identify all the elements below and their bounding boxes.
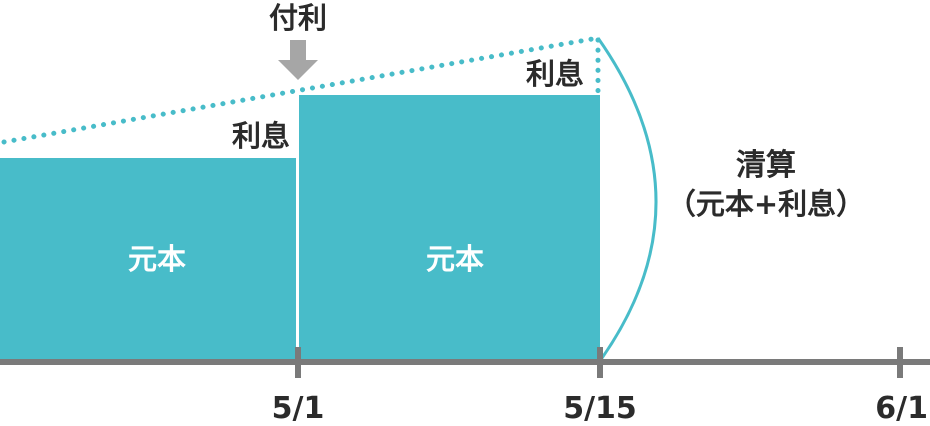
settlement-curve bbox=[596, 37, 658, 359]
interest-payment-label: 付利 bbox=[269, 1, 327, 35]
principal-block-left bbox=[0, 158, 296, 362]
tick-label-6-1: 6/1 bbox=[875, 391, 928, 426]
interest-growth-line bbox=[1, 35, 601, 145]
interest-label-left: 利息 bbox=[232, 119, 290, 153]
tick-label-5-15: 5/15 bbox=[563, 391, 637, 426]
principal-label-left: 元本 bbox=[128, 242, 186, 276]
principal-label-right: 元本 bbox=[426, 242, 484, 276]
settlement-label: 清算 bbox=[736, 148, 796, 183]
interest-label-right: 利息 bbox=[526, 57, 584, 91]
tick-label-5-1: 5/1 bbox=[272, 391, 325, 426]
settlement-sublabel: （元本+利息） bbox=[667, 187, 865, 221]
down-arrow-icon bbox=[278, 40, 318, 80]
principal-block-right bbox=[299, 95, 600, 362]
